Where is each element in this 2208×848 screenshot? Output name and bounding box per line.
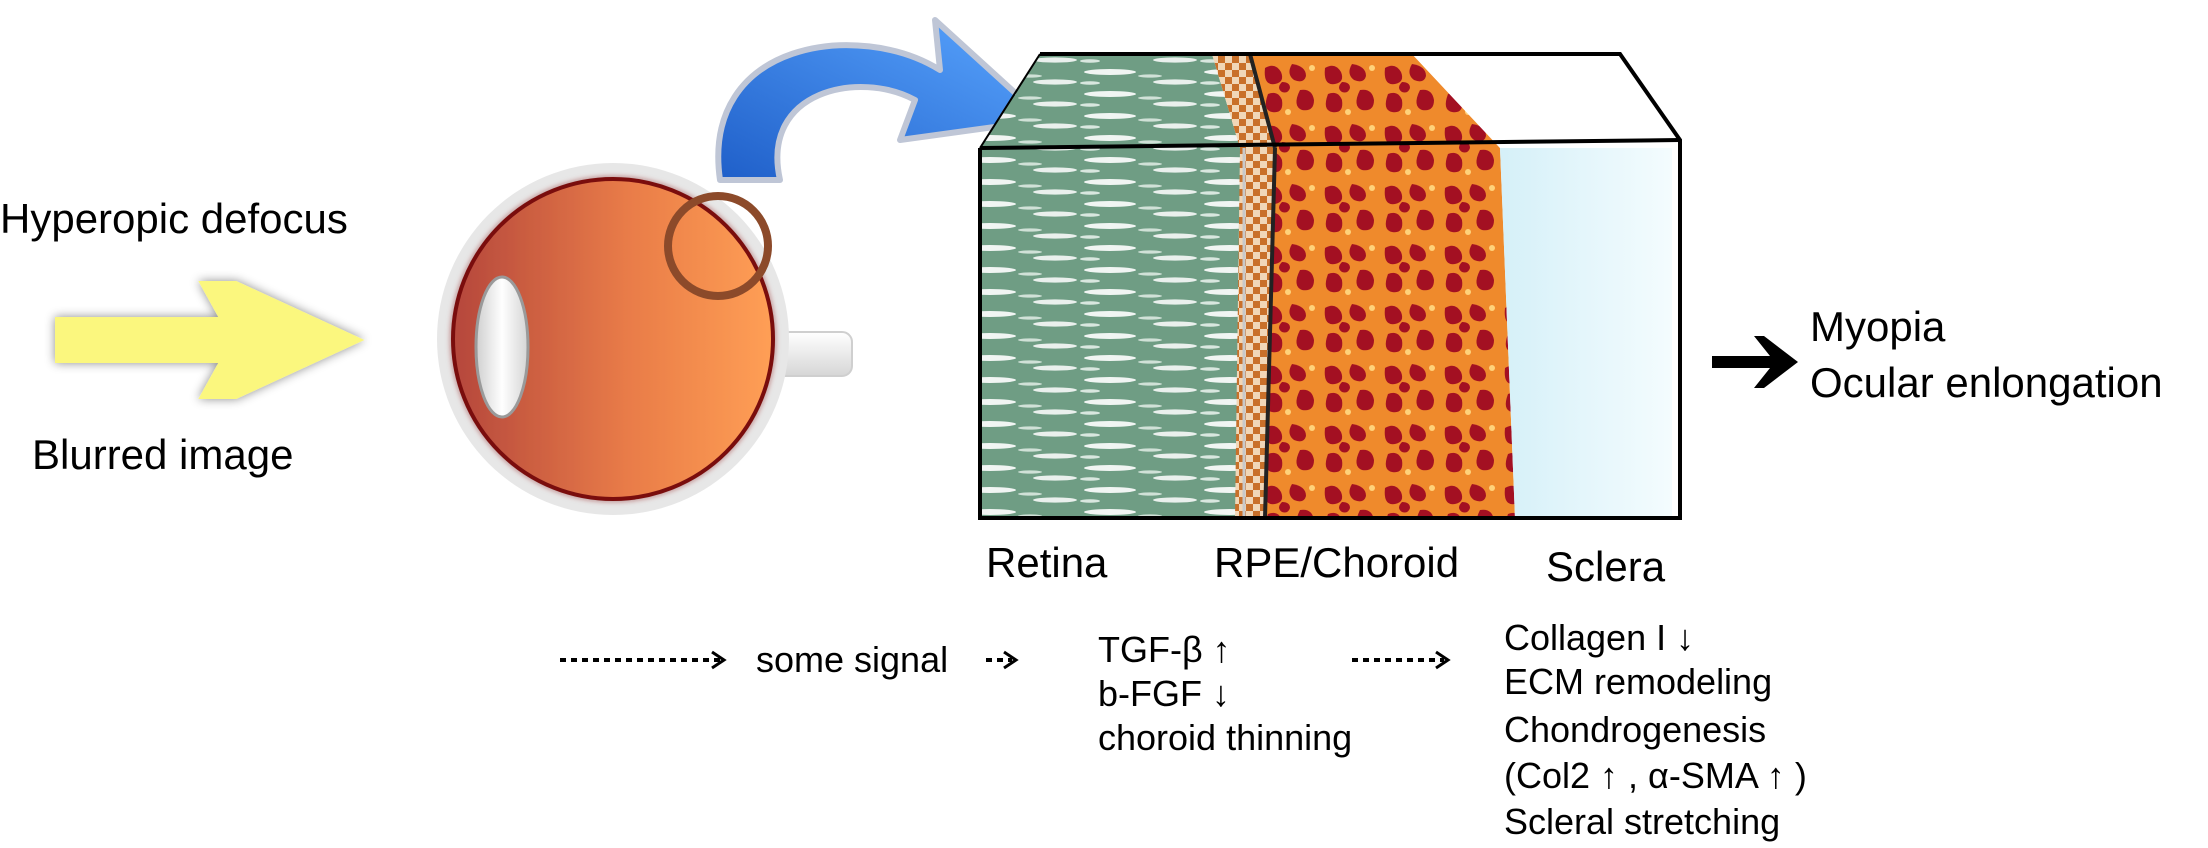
lens (474, 275, 530, 419)
eyeball (451, 177, 775, 501)
choroid-effect-thinning: choroid thinning (1098, 717, 1353, 758)
choroid-layer (1265, 148, 1515, 518)
dotted-arrow-3 (1352, 650, 1451, 670)
input-title: Hyperopic defocus (0, 195, 348, 242)
input-subtitle: Blurred image (32, 431, 294, 478)
retina-layer (980, 148, 1240, 518)
sclera-top (1412, 54, 1680, 148)
rpe-choroid-label: RPE/Choroid (1214, 539, 1460, 586)
dotted-arrow-2 (986, 650, 1019, 670)
sclera-effect-markers: (Col2 ↑ , α-SMA ↑ ) (1504, 755, 1807, 796)
sclera-effect-chondrogenesis: Chondrogenesis (1504, 709, 1767, 750)
retina-label: Retina (986, 539, 1108, 586)
light-arrow (55, 281, 365, 399)
dotted-arrow-1 (560, 650, 727, 670)
zoom-circle (664, 192, 772, 300)
signal-label: some signal (756, 639, 949, 680)
sclera-effect-ecm: ECM remodeling (1504, 661, 1773, 702)
eye-illustration (437, 163, 853, 515)
tissue-block (978, 52, 1682, 520)
choroid-top (1250, 54, 1500, 148)
retina-top (980, 54, 1240, 148)
rpe-top (1212, 54, 1275, 148)
choroid-effect-bfgf: b-FGF ↓ (1098, 673, 1230, 714)
choroid-effect-tgf: TGF-β ↑ (1098, 629, 1231, 670)
outcome-elongation: Ocular enlongation (1810, 359, 2163, 406)
sclera-layer (1500, 148, 1672, 518)
sclera-effect-stretching: Scleral stretching (1504, 801, 1781, 842)
sclera-effect-collagen: Collagen I ↓ (1504, 617, 1695, 658)
sclera-label: Sclera (1546, 543, 1666, 590)
zoom-arrow (715, 17, 1048, 183)
outcome-myopia: Myopia (1810, 303, 1946, 350)
outcome-arrow (1712, 336, 1798, 388)
